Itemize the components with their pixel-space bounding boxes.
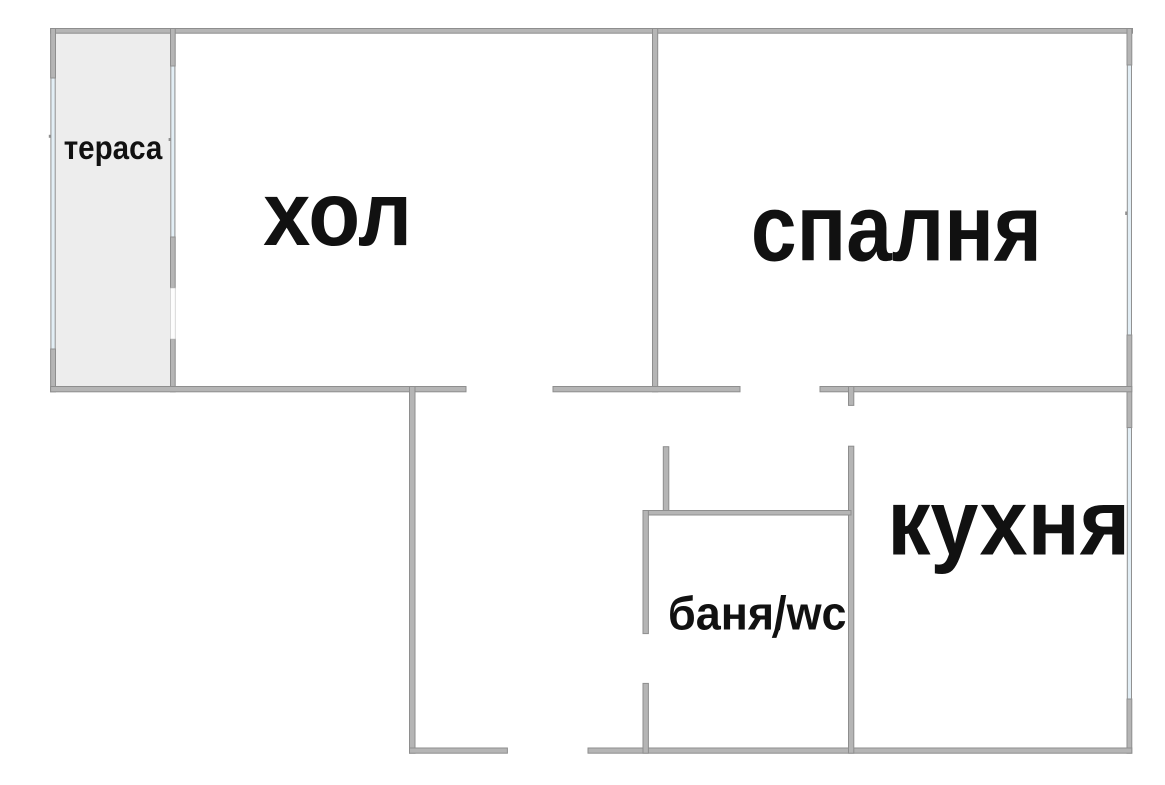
svg-text:баня/wc: баня/wc (668, 587, 847, 640)
svg-text:спалня: спалня (751, 176, 1042, 282)
svg-text:хол: хол (263, 164, 412, 265)
svg-text:кухня: кухня (887, 470, 1130, 575)
svg-text:тераса: тераса (64, 129, 163, 166)
